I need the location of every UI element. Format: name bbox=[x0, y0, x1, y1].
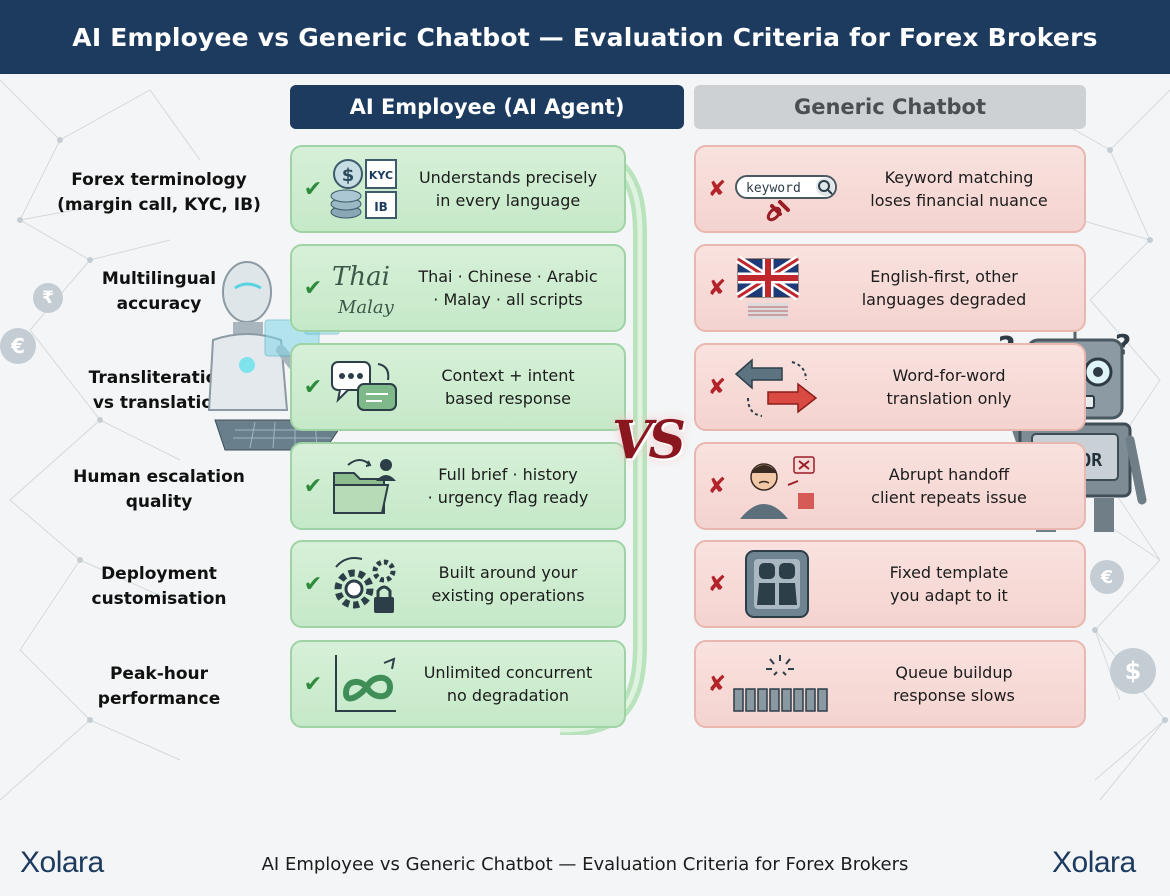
euro-coin-icon: € bbox=[0, 328, 36, 364]
ai-card-multilingual: ✔ Thai Malay Thai · Chinese · Arabic· Ma… bbox=[290, 244, 626, 332]
check-icon: ✔ bbox=[303, 374, 323, 400]
rupee-coin-icon: ₹ bbox=[33, 283, 63, 313]
criterion-label: Forex terminology(margin call, KYC, IB) bbox=[57, 170, 261, 215]
cross-icon: ✘ bbox=[707, 374, 727, 400]
footer-caption: AI Employee vs Generic Chatbot — Evaluat… bbox=[261, 854, 909, 875]
handwritten-scripts-icon: Thai Malay bbox=[328, 253, 400, 323]
svg-text:IB: IB bbox=[374, 200, 388, 214]
fixed-template-icon bbox=[732, 549, 822, 619]
keyword-search-broken-link-icon: keyword bbox=[732, 154, 842, 224]
ai-employee-header: AI Employee (AI Agent) bbox=[290, 85, 684, 129]
chat-bubbles-icon bbox=[328, 352, 400, 422]
check-icon: ✔ bbox=[303, 473, 323, 499]
svg-text:Malay: Malay bbox=[337, 297, 395, 318]
svg-text:KYC: KYC bbox=[369, 169, 393, 182]
page-title: AI Employee vs Generic Chatbot — Evaluat… bbox=[72, 22, 1098, 52]
dollar-coin-icon: $ bbox=[1110, 648, 1156, 694]
folder-person-icon bbox=[328, 451, 400, 521]
uk-flag-icon bbox=[732, 253, 812, 323]
title-bar: AI Employee vs Generic Chatbot — Evaluat… bbox=[0, 0, 1170, 74]
svg-text:keyword: keyword bbox=[746, 181, 801, 196]
cross-icon: ✘ bbox=[707, 671, 727, 697]
infinity-chart-icon bbox=[328, 649, 400, 719]
svg-text:Thai: Thai bbox=[332, 262, 390, 292]
ai-description: Thai · Chinese · Arabic· Malay · all scr… bbox=[418, 267, 598, 309]
generic-chatbot-header: Generic Chatbot bbox=[694, 85, 1086, 129]
frustrated-person-icon bbox=[732, 451, 822, 521]
euro-coin-icon: € bbox=[1090, 560, 1124, 594]
ai-card-escalation: ✔ Full brief · history· urgency flag rea… bbox=[290, 442, 626, 530]
ai-description: Full brief · history· urgency flag ready bbox=[427, 465, 589, 507]
cross-icon: ✘ bbox=[707, 571, 727, 597]
xolara-logo-left: Xolara bbox=[20, 846, 104, 879]
check-icon: ✔ bbox=[303, 275, 323, 301]
coins-kyc-ib-icon: $ KYC IB bbox=[328, 154, 400, 224]
check-icon: ✔ bbox=[303, 571, 323, 597]
xolara-logo-right: Xolara bbox=[1052, 846, 1136, 879]
svg-text:$: $ bbox=[342, 165, 355, 186]
queue-spinner-icon bbox=[732, 649, 832, 719]
swap-arrows-icon bbox=[732, 352, 822, 422]
cross-icon: ✘ bbox=[707, 176, 727, 202]
cross-icon: ✘ bbox=[707, 275, 727, 301]
check-icon: ✔ bbox=[303, 176, 323, 202]
cross-icon: ✘ bbox=[707, 473, 727, 499]
check-icon: ✔ bbox=[303, 671, 323, 697]
vs-label: VS bbox=[612, 410, 686, 471]
gears-lock-icon bbox=[328, 549, 400, 619]
